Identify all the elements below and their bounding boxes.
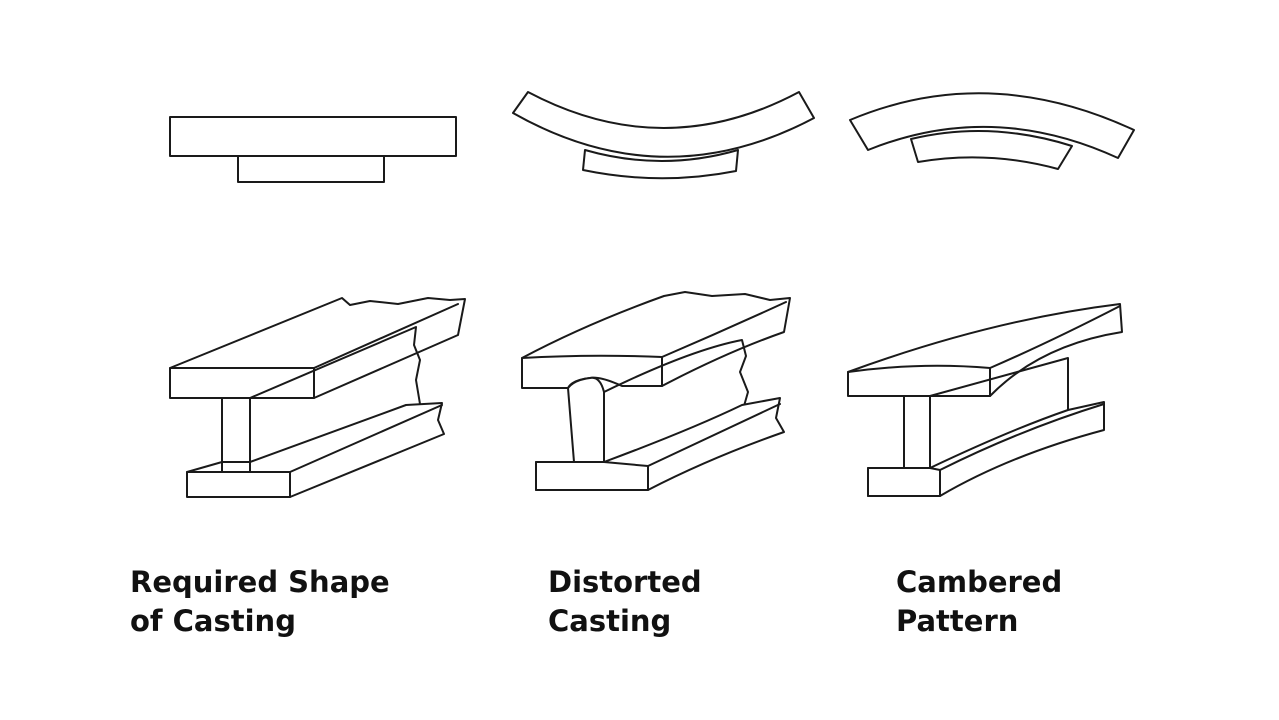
caption-line: Pattern: [896, 604, 1019, 638]
caption-distorted-casting: Distorted Casting: [548, 563, 702, 641]
required-shape-ibeam: [169, 297, 466, 498]
cambered-pattern-profile: [849, 92, 1135, 170]
cambered-pattern-ibeam: [847, 303, 1123, 497]
caption-cambered-pattern: Cambered Pattern: [896, 563, 1062, 641]
caption-line: Distorted: [548, 565, 702, 599]
required-shape-profile: [169, 116, 457, 183]
caption-line: of Casting: [130, 604, 296, 638]
caption-line: Casting: [548, 604, 672, 638]
distorted-casting-ibeam: [521, 291, 791, 491]
caption-line: Required Shape: [130, 565, 390, 599]
caption-required-shape: Required Shape of Casting: [130, 563, 390, 641]
distorted-casting-profile: [512, 91, 815, 180]
caption-line: Cambered: [896, 565, 1063, 599]
